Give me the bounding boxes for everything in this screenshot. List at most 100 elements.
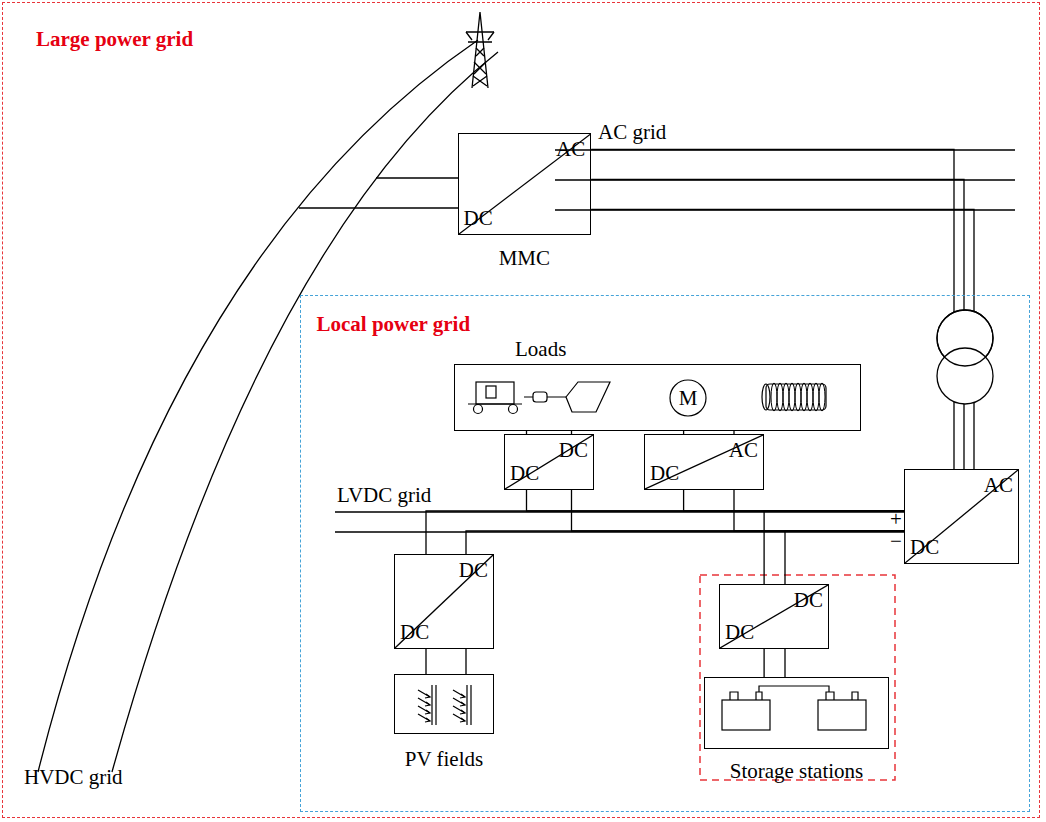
wire-connector (764, 511, 904, 584)
lvdc-bus (335, 512, 905, 532)
storage-dc-dc-converter: DC DC (719, 584, 829, 649)
vehicle-window (486, 386, 496, 398)
node-text: MMC (499, 248, 550, 269)
node-text: AC (729, 440, 758, 461)
pv-illustration (418, 685, 471, 725)
node-text: DC (510, 463, 539, 484)
coil-turn (789, 383, 795, 411)
node-text: PV fields (405, 749, 483, 770)
tower-arm (466, 32, 494, 40)
wire (426, 511, 904, 554)
diagonal-line (645, 435, 763, 489)
wire (764, 511, 904, 584)
hvdc-line (112, 52, 498, 772)
node-text: DC (725, 622, 754, 643)
node-text: Loads (515, 339, 566, 360)
wire-connector (591, 150, 974, 470)
coil-turn (771, 383, 777, 411)
diagonal-line (905, 470, 1018, 563)
coil-end (762, 384, 770, 410)
transformer-winding (937, 310, 993, 366)
wire (425, 649, 426, 674)
node-text: AC (556, 139, 585, 160)
battery (818, 700, 866, 730)
coil-core (766, 384, 826, 410)
battery (722, 700, 770, 730)
wire-connector (426, 511, 904, 554)
grid-label: HVDC grid (24, 767, 123, 788)
diagonal-line (395, 555, 493, 648)
polarity-sign: − (890, 531, 902, 552)
hvdc-line (38, 40, 478, 772)
transmission-tower (466, 12, 494, 88)
hvdc-lines (38, 40, 498, 772)
wire (591, 180, 964, 470)
grid-label: AC grid (598, 122, 666, 143)
conveyor-plate (566, 382, 610, 412)
storage-group-outline (700, 575, 895, 780)
tower-lattice (466, 32, 494, 86)
arrow-head (425, 694, 465, 722)
coil-turn (819, 383, 825, 411)
coil-turn (777, 383, 783, 411)
coil-turn (795, 383, 801, 411)
node-text: DC (459, 560, 488, 581)
transformer-winding (937, 348, 993, 404)
node-text: DC (910, 537, 939, 558)
pump-body (533, 392, 547, 402)
coil-turn (801, 383, 807, 411)
wire (591, 150, 954, 470)
node-text: DC (464, 208, 493, 229)
wire-connector (764, 649, 785, 677)
mmc-converter: DCACMMC (458, 133, 592, 235)
lvdc-bus-line (335, 512, 905, 532)
light-arrow (418, 690, 465, 721)
pv-fields-box: PV fields (394, 674, 494, 734)
region-title: Large power grid (36, 29, 193, 50)
node-text: AC (984, 475, 1013, 496)
wire (785, 531, 904, 584)
dc-dc-converter: DC DC (504, 434, 594, 490)
dc-ac-converter: DCAC (644, 434, 764, 490)
pump-shaft (524, 396, 566, 397)
grid-label: LVDC grid (337, 485, 431, 506)
battery-illustration (722, 686, 866, 730)
vehicle-wheel (509, 405, 518, 414)
node-text: DC (794, 590, 823, 611)
dc-feeder (299, 207, 458, 208)
diagonal-line (720, 585, 828, 648)
ac-dc-converter: AC DC (904, 469, 1019, 564)
vehicle-body (476, 382, 514, 404)
battery-link (759, 686, 829, 692)
local-grid-region: Local power gridLoadsDCDCDCACACDCDCDCDCD… (300, 295, 1030, 812)
node-text: DC (559, 440, 588, 461)
loads-box: Loads (454, 364, 861, 431)
wire-connector (426, 649, 466, 674)
wire (763, 649, 764, 677)
coil-turn (813, 383, 819, 411)
wire (465, 649, 466, 674)
coil-windings (771, 383, 825, 411)
diagonal-line (459, 134, 591, 234)
wire (684, 490, 904, 511)
polarity-sign: + (890, 509, 902, 530)
pv-dc-dc-converter: DC DC (394, 554, 494, 649)
vehicle-wheel (474, 405, 483, 414)
region-title: Local power grid (317, 314, 471, 335)
wire (527, 490, 905, 511)
battery-terminal (730, 692, 858, 700)
dc-feeder (376, 177, 458, 178)
node-text: DC (400, 622, 429, 643)
transformer-symbol (937, 310, 993, 404)
coil-turn (783, 383, 789, 411)
loads-illustration (468, 380, 826, 416)
motor-circle (670, 380, 706, 416)
storage-box: Storage stations (704, 677, 889, 749)
diagonal-line (505, 435, 593, 489)
wire (466, 531, 904, 554)
